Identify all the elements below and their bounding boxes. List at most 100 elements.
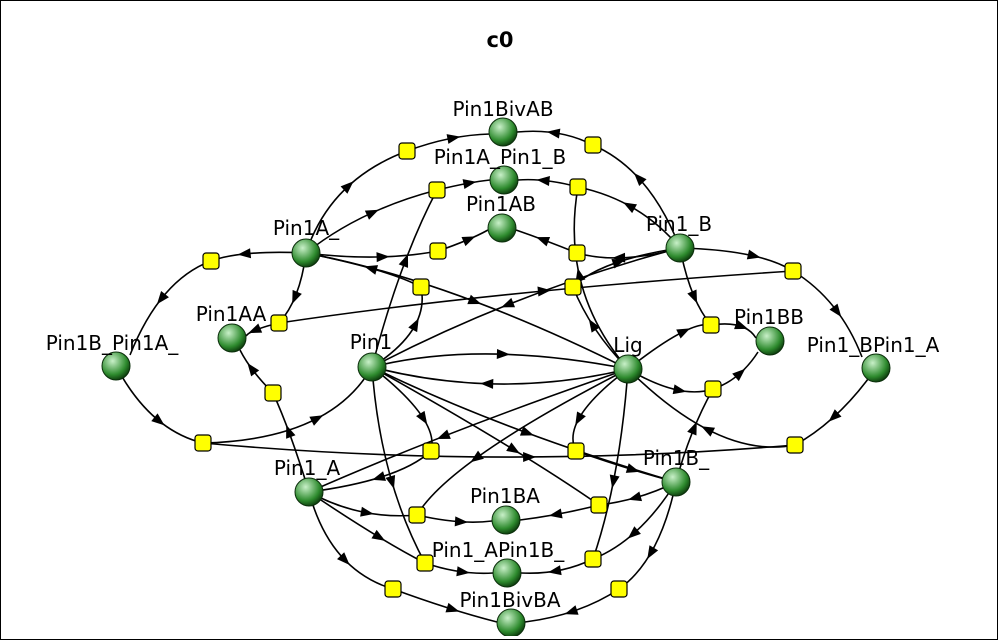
- reaction-node-r15[interactable]: [194, 434, 212, 452]
- species-ball[interactable]: [661, 467, 691, 497]
- species-node-pin1a_[interactable]: Pin1A_: [273, 216, 340, 268]
- arrow-head: [496, 349, 510, 360]
- species-label: Pin1A_Pin1_B: [434, 145, 567, 169]
- reaction-node-r22[interactable]: [584, 550, 602, 568]
- species-node-pin1b_pin1a_[interactable]: Pin1B_Pin1A_: [46, 331, 180, 381]
- arrow-head: [247, 362, 260, 377]
- species-ball[interactable]: [861, 353, 891, 383]
- species-label: Pin1BivBA: [459, 588, 560, 612]
- species-node-pin1b_[interactable]: Pin1B_: [643, 446, 710, 497]
- arrow-head: [547, 565, 562, 576]
- species-ball[interactable]: [492, 558, 522, 588]
- arrow-head: [537, 286, 551, 297]
- reaction-node-r18[interactable]: [786, 436, 804, 454]
- arrow-head: [519, 426, 534, 436]
- reaction-node-r21[interactable]: [416, 554, 434, 572]
- species-node-pin1_bpin1_a[interactable]: Pin1_BPin1_A: [807, 333, 940, 383]
- arrow-head: [398, 253, 409, 268]
- reaction-edge: [305, 189, 438, 254]
- species-node-pin1_apin1b_[interactable]: Pin1_APin1B_: [432, 538, 566, 588]
- reaction-edge: [202, 366, 373, 444]
- edge-layer: [115, 128, 877, 623]
- arrow-head: [627, 526, 641, 539]
- arrow-head: [672, 384, 687, 395]
- reaction-edge: [371, 366, 600, 506]
- species-node-pin1[interactable]: Pin1: [350, 330, 393, 382]
- reaction-node-r16[interactable]: [422, 442, 440, 460]
- species-ball[interactable]: [491, 505, 521, 535]
- species-ball[interactable]: [487, 213, 517, 243]
- species-ball[interactable]: [357, 352, 387, 382]
- arrow-head: [436, 429, 451, 439]
- species-ball[interactable]: [488, 117, 518, 147]
- species-ball[interactable]: [489, 165, 519, 195]
- reaction-node-r5[interactable]: [429, 242, 447, 260]
- species-ball[interactable]: [755, 326, 785, 356]
- arrow-head: [156, 290, 169, 305]
- arrow-head: [456, 566, 470, 577]
- reaction-node-r8[interactable]: [412, 278, 430, 296]
- species-label: Pin1AA: [196, 302, 267, 326]
- arrow-head: [237, 248, 252, 259]
- species-ball[interactable]: [101, 351, 131, 381]
- arrow-head: [480, 378, 494, 389]
- species-node-pin1_a[interactable]: Pin1_A: [274, 456, 341, 507]
- arrow-head: [732, 368, 746, 382]
- species-ball[interactable]: [665, 233, 695, 263]
- arrow-head: [364, 209, 379, 220]
- reaction-edge: [572, 368, 629, 452]
- arrow-head: [676, 328, 691, 339]
- species-ball[interactable]: [291, 238, 321, 268]
- reaction-node-r13[interactable]: [264, 384, 282, 402]
- species-node-pin1aa[interactable]: Pin1AA: [196, 302, 267, 353]
- arrow-head: [564, 605, 579, 615]
- species-node-pin1bb[interactable]: Pin1BB: [734, 305, 804, 356]
- reaction-edge: [618, 481, 677, 590]
- reaction-node-r14[interactable]: [704, 380, 722, 398]
- arrow-head: [647, 545, 659, 560]
- reaction-node-r6[interactable]: [568, 244, 586, 262]
- arrow-head: [385, 475, 396, 489]
- arrow-head: [340, 181, 354, 194]
- arrow-head: [360, 506, 374, 517]
- reaction-node-r19[interactable]: [408, 506, 426, 524]
- species-node-pin1ab[interactable]: Pin1AB: [466, 192, 536, 243]
- reaction-node-r10[interactable]: [784, 262, 802, 280]
- reaction-node-r24[interactable]: [610, 580, 628, 598]
- reaction-edge: [371, 247, 681, 368]
- arrow-head: [467, 294, 482, 305]
- species-node-pin1ba[interactable]: Pin1BA: [470, 484, 540, 535]
- reaction-edge: [592, 144, 681, 249]
- species-node-pin1bivab[interactable]: Pin1BivAB: [452, 97, 554, 147]
- species-node-pin1bivba[interactable]: Pin1BivBA: [459, 588, 561, 636]
- reaction-edge: [416, 514, 493, 523]
- species-ball[interactable]: [613, 354, 643, 384]
- species-ball[interactable]: [294, 477, 324, 507]
- reaction-node-r9[interactable]: [564, 278, 582, 296]
- arrow-head: [546, 128, 561, 139]
- reaction-node-r3[interactable]: [428, 181, 446, 199]
- reaction-node-r2[interactable]: [584, 136, 602, 154]
- species-node-pin1a_pin1_b[interactable]: Pin1A_Pin1_B: [434, 145, 567, 195]
- reaction-node-r11[interactable]: [270, 314, 288, 332]
- reaction-node-r7[interactable]: [202, 252, 220, 270]
- reaction-node-r1[interactable]: [398, 142, 416, 160]
- reaction-edge: [592, 368, 629, 560]
- reaction-node-r23[interactable]: [384, 580, 402, 598]
- arrow-head: [445, 602, 460, 613]
- arrow-head: [687, 289, 698, 304]
- species-node-lig[interactable]: Lig: [613, 333, 643, 384]
- reaction-edge: [572, 247, 681, 288]
- species-ball[interactable]: [217, 323, 247, 353]
- reaction-node-r12[interactable]: [702, 316, 720, 334]
- arrow-head: [536, 176, 550, 186]
- reaction-node-r20[interactable]: [590, 496, 608, 514]
- species-node-pin1_b[interactable]: Pin1_B: [646, 212, 712, 263]
- reaction-node-r4[interactable]: [569, 178, 587, 196]
- species-ball[interactable]: [496, 608, 526, 636]
- arrow-head: [454, 516, 468, 527]
- reaction-edge: [305, 250, 439, 258]
- species-label: Pin1B_Pin1A_: [46, 331, 180, 355]
- reaction-node-r17[interactable]: [567, 442, 585, 460]
- reaction-edge: [308, 491, 426, 564]
